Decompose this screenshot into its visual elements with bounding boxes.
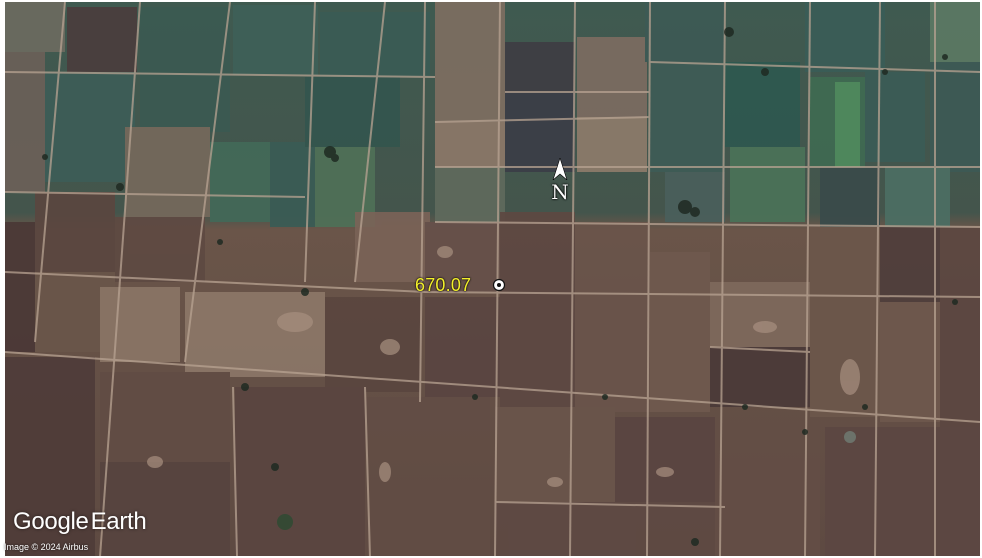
lower-field-patches	[5, 192, 980, 556]
north-label: N	[551, 180, 569, 204]
elevation-point-icon[interactable]	[492, 278, 506, 292]
north-arrow-icon	[552, 158, 568, 180]
elevation-label[interactable]: 670.07	[415, 275, 472, 295]
north-arrow: N	[545, 158, 575, 210]
satellite-map-view[interactable]: N 670.07 GoogleEarth	[5, 2, 980, 556]
google-earth-logo: GoogleEarth	[13, 508, 147, 536]
trees	[42, 27, 958, 546]
upper-field-patches	[5, 2, 980, 227]
field-boundaries	[5, 2, 980, 556]
imagery-attribution: Image © 2024 Airbus	[4, 542, 89, 552]
soil-spots	[147, 246, 860, 487]
logo-word-google: Google	[13, 508, 89, 535]
logo-word-earth: Earth	[90, 508, 147, 535]
satellite-imagery	[5, 2, 980, 556]
